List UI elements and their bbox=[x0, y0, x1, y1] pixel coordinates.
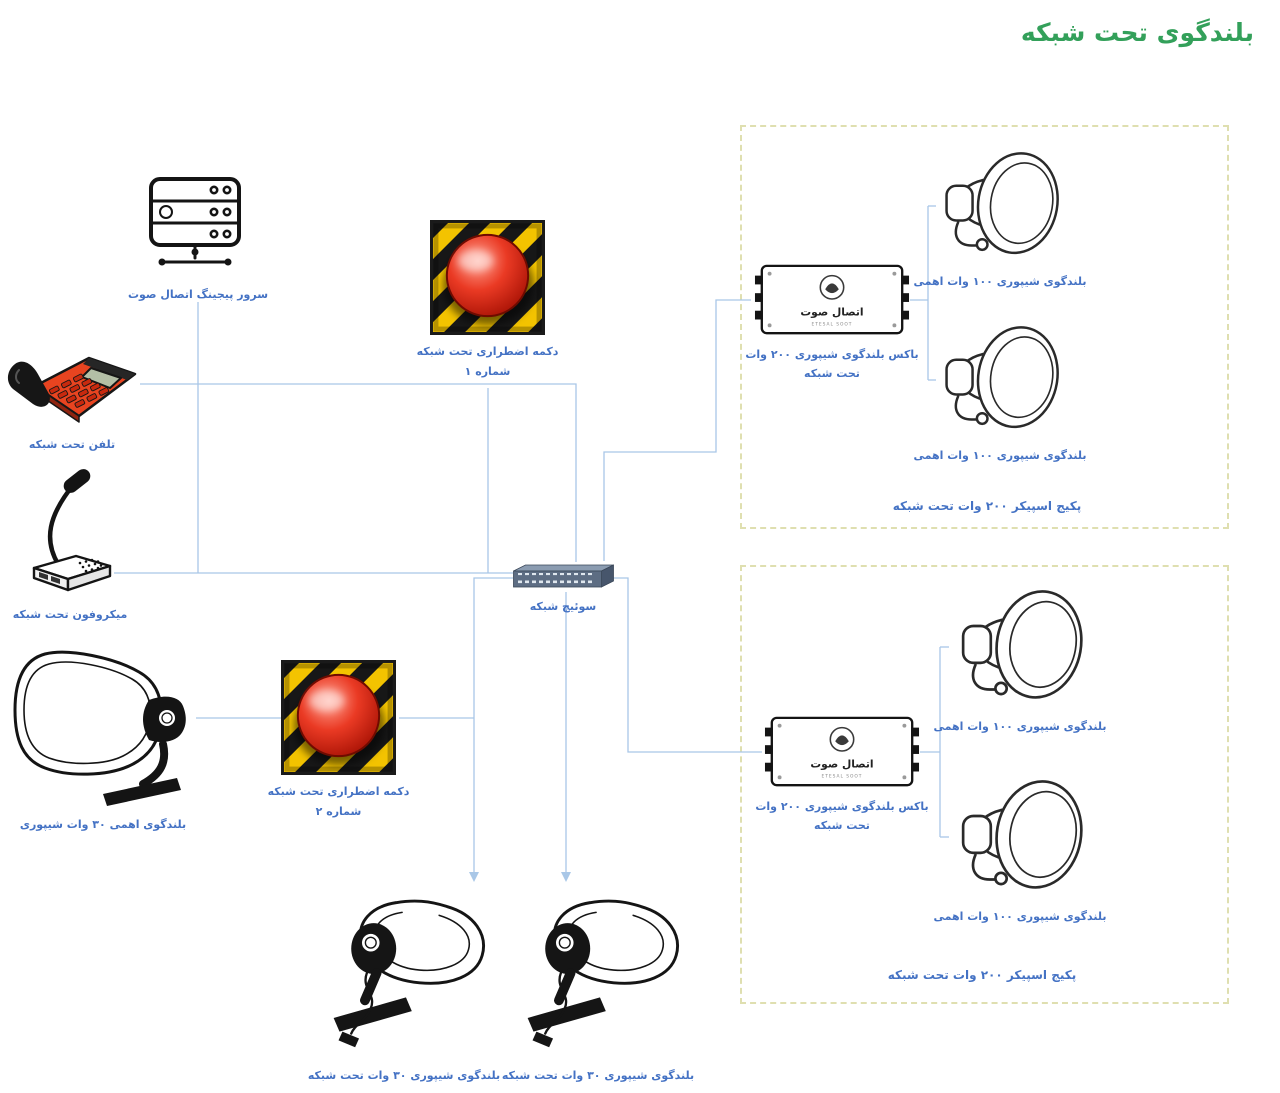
megaphone-icon bbox=[950, 775, 1090, 900]
server-icon bbox=[149, 177, 241, 266]
network-horn-icon bbox=[512, 894, 684, 1052]
package-bottom-label: پکیج اسپیکر ۲۰۰ وات تحت شبکه bbox=[887, 968, 1077, 982]
emergency-button-icon bbox=[281, 660, 396, 775]
network-horn-1-label: بلندگوی شیپوری ۳۰ وات تحت شبکه bbox=[307, 1069, 501, 1082]
arrow-down-icon bbox=[561, 872, 571, 882]
package-bottom-speaker-1-node: بلندگوی شیپوری ۱۰۰ وات اهمی bbox=[925, 585, 1115, 737]
speaker-box-bottom-node: باکس بلندگوی شیپوری ۲۰۰ وات تحت شبکه bbox=[755, 713, 929, 835]
page-title: بلندگوی تحت شبکه bbox=[1020, 18, 1254, 47]
package-top-speaker-2-label: بلندگوی شیپوری ۱۰۰ وات اهمی bbox=[913, 449, 1087, 462]
network-horn-1-node: بلندگوی شیپوری ۳۰ وات تحت شبکه bbox=[308, 894, 500, 1086]
emergency-button-icon bbox=[430, 220, 545, 335]
microphone-label: میکروفون تحت شبکه bbox=[12, 608, 128, 621]
horn-speaker-30w-node: بلندگوی اهمی ۳۰ وات شیپوری bbox=[8, 648, 198, 835]
network-horn-2-label: بلندگوی شیپوری ۳۰ وات تحت شبکه bbox=[501, 1069, 695, 1082]
emergency-button-2-label-line1: دکمه اضطراری تحت شبکه bbox=[267, 785, 410, 798]
speaker-box-top-label: باکس بلندگوی شیپوری ۲۰۰ وات تحت شبکه bbox=[745, 348, 919, 380]
speaker-box-top-node: باکس بلندگوی شیپوری ۲۰۰ وات تحت شبکه bbox=[745, 261, 919, 383]
server-label: سرور پیجینگ اتصال صوت bbox=[127, 288, 269, 301]
package-top-label: پکیج اسپیکر ۲۰۰ وات تحت شبکه bbox=[892, 499, 1082, 513]
arrow-down-icon bbox=[469, 872, 479, 882]
package-top-speaker-2-node: بلندگوی شیپوری ۱۰۰ وات اهمی bbox=[905, 321, 1095, 466]
phone-label: تلفن تحت شبکه bbox=[28, 438, 116, 451]
package-bottom-speaker-2-node: بلندگوی شیپوری ۱۰۰ وات اهمی bbox=[925, 775, 1115, 927]
network-switch-node: سوئیچ شبکه bbox=[509, 562, 617, 617]
emergency-button-1-label-line2: شماره ۱ bbox=[464, 364, 511, 378]
horn-speaker-icon bbox=[13, 650, 186, 806]
network-horn-2-node: بلندگوی شیپوری ۳۰ وات تحت شبکه bbox=[502, 894, 694, 1086]
phone-node: تلفن تحت شبکه bbox=[4, 328, 140, 455]
emergency-button-1-node: دکمه اضطراری تحت شبکه شماره ۱ bbox=[417, 220, 558, 382]
microphone-node: میکروفون تحت شبکه bbox=[13, 456, 127, 625]
network-horn-icon bbox=[318, 894, 490, 1052]
phone-icon bbox=[7, 356, 137, 423]
speaker-box-icon bbox=[754, 261, 910, 339]
megaphone-icon bbox=[935, 147, 1065, 265]
megaphone-icon bbox=[950, 585, 1090, 710]
network-switch-icon bbox=[513, 564, 614, 588]
emergency-button-1-label-line1: دکمه اضطراری تحت شبکه bbox=[416, 345, 559, 358]
emergency-button-1-label: دکمه اضطراری تحت شبکه شماره ۱ bbox=[417, 342, 559, 382]
horn-speaker-30w-label: بلندگوی اهمی ۳۰ وات شیپوری bbox=[19, 818, 187, 831]
package-top-speaker-1-label: بلندگوی شیپوری ۱۰۰ وات اهمی bbox=[913, 275, 1087, 288]
package-bottom-speaker-2-label: بلندگوی شیپوری ۱۰۰ وات اهمی bbox=[933, 910, 1107, 923]
server-node: سرور پیجینگ اتصال صوت bbox=[128, 174, 268, 305]
package-bottom-speaker-1-label: بلندگوی شیپوری ۱۰۰ وات اهمی bbox=[933, 720, 1107, 733]
package-top-speaker-1-node: بلندگوی شیپوری ۱۰۰ وات اهمی bbox=[905, 147, 1095, 292]
network-switch-label: سوئیچ شبکه bbox=[529, 600, 597, 613]
emergency-button-2-label-line2: شماره ۲ bbox=[315, 804, 362, 818]
megaphone-icon bbox=[935, 321, 1065, 439]
emergency-button-2-label: دکمه اضطراری تحت شبکه شماره ۲ bbox=[268, 782, 410, 822]
speaker-box-icon bbox=[764, 713, 920, 791]
speaker-box-bottom-label: باکس بلندگوی شیپوری ۲۰۰ وات تحت شبکه bbox=[755, 800, 929, 832]
microphone-icon bbox=[32, 469, 112, 592]
emergency-button-2-node: دکمه اضطراری تحت شبکه شماره ۲ bbox=[268, 660, 409, 822]
